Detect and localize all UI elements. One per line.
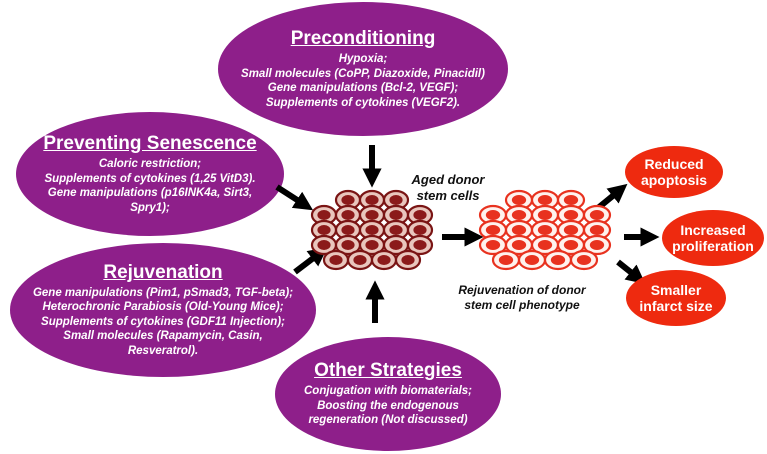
cell-nucleus [365, 195, 379, 205]
cell-nucleus [389, 225, 403, 235]
preventing-senescence-line: Supplements of cytokines (1,25 VitD3). [44, 172, 256, 185]
cell-nucleus [537, 240, 553, 250]
preconditioning-line: Supplements of cytokines (VEGF2). [265, 96, 461, 109]
aged-cells-label: Aged donor stem cells [388, 172, 508, 204]
cell-nucleus [563, 210, 579, 220]
rejuvenation-title: Rejuvenation [103, 261, 223, 283]
preconditioning-line: Hypoxia; [338, 53, 388, 65]
cell-nucleus [389, 195, 403, 205]
preconditioning-title: Preconditioning [290, 28, 436, 49]
rejuvenation-line: Small molecules (Rapamycin, Casin, [63, 330, 263, 343]
other-strategies-line: Boosting the endogenous [317, 399, 459, 412]
cell-nucleus [341, 195, 355, 205]
arrow-from-rejuvenation [293, 247, 328, 275]
reduced-apoptosis-oval: Reduced apoptosis [625, 146, 723, 198]
cell-nucleus [563, 225, 579, 235]
preventing-senescence-title: Preventing Senescence [43, 133, 257, 154]
other-strategies-ellipse: Other Strategies Conjugation with biomat… [275, 337, 501, 451]
cell-nucleus [511, 225, 527, 235]
cell-nucleus [511, 210, 527, 220]
rejuvenation-ellipse: Rejuvenation Gene manipulations (Pim1, p… [10, 243, 316, 377]
cell-nucleus [413, 225, 427, 235]
cell-nucleus [498, 255, 514, 265]
preventing-senescence-line: Gene manipulations (p16INK4a, Sirt3, [47, 187, 253, 199]
cell-nucleus [317, 210, 331, 220]
cell-nucleus [365, 210, 379, 220]
cell-nucleus [563, 195, 579, 205]
cell-nucleus [341, 225, 355, 235]
cell-nucleus [537, 195, 553, 205]
cell-nucleus [341, 240, 355, 250]
preventing-senescence-ellipse: Preventing Senescence Caloric restrictio… [16, 112, 284, 236]
cell-nucleus [353, 255, 367, 265]
outcome-line: apoptosis [640, 172, 708, 188]
cell-nucleus [317, 240, 331, 250]
aged-label-line: stem cells [416, 188, 480, 203]
cell-nucleus [537, 225, 553, 235]
cell-nucleus [524, 255, 540, 265]
outcome-line: infarct size [639, 298, 713, 314]
outcome-line: Increased [680, 222, 746, 238]
cell-nucleus [389, 240, 403, 250]
cell-nucleus [365, 225, 379, 235]
cell-nucleus [511, 195, 527, 205]
cell-nucleus [589, 240, 605, 250]
cell-nucleus [589, 210, 605, 220]
preconditioning-line: Small molecules (CoPP, Diazoxide, Pinaci… [241, 67, 485, 80]
preconditioning-ellipse: Preconditioning Hypoxia; Small molecules… [218, 2, 508, 136]
cell-nucleus [563, 240, 579, 250]
arrow-to-reduced-apoptosis [596, 183, 628, 211]
cell-nucleus [329, 255, 343, 265]
other-strategies-line: Conjugation with biomaterials; [303, 385, 473, 398]
cell-nucleus [537, 210, 553, 220]
cell-nucleus [550, 255, 566, 265]
cell-nucleus [413, 210, 427, 220]
preventing-senescence-line: Caloric restriction; [98, 158, 202, 170]
arrow-from-preventing-senescence [275, 184, 314, 211]
cell-nucleus [485, 210, 501, 220]
rejuvenated-label-line: Rejuvenation of donor [458, 283, 586, 297]
outcome-line: Reduced [644, 156, 704, 172]
cell-nucleus [377, 255, 391, 265]
rejuvenation-line: Heterochronic Parabiosis (Old-Young Mice… [42, 301, 284, 314]
rejuvenation-line: Gene manipulations (Pim1, pSmad3, TGF-be… [32, 286, 294, 299]
outcome-line: proliferation [672, 238, 754, 254]
preventing-senescence-line: Spry1); [130, 201, 170, 214]
other-strategies-line: regeneration (Not discussed) [308, 414, 468, 427]
cell-nucleus [485, 240, 501, 250]
outcome-line: Smaller [650, 282, 702, 298]
rejuvenation-line: Resveratrol). [127, 344, 199, 357]
rejuvenated-label-line: stem cell phenotype [464, 298, 580, 312]
cell-nucleus [341, 210, 355, 220]
aged-label-line: Aged donor [411, 172, 485, 187]
arrow-to-smaller-infarct [616, 259, 646, 284]
cell-nucleus [413, 240, 427, 250]
cell-nucleus [511, 240, 527, 250]
cell-nucleus [589, 225, 605, 235]
preconditioning-line: Gene manipulations (Bcl-2, VEGF); [267, 82, 459, 94]
cell-nucleus [485, 225, 501, 235]
cell-nucleus [317, 225, 331, 235]
cell-nucleus [389, 210, 403, 220]
aged-cell-cluster [310, 189, 434, 271]
smaller-infarct-size-oval: Smaller infarct size [626, 270, 726, 326]
rejuvenation-line: Supplements of cytokines (GDF11 Injectio… [41, 315, 285, 328]
other-strategies-title: Other Strategies [314, 360, 462, 382]
rejuvenated-cells-label: Rejuvenation of donor stem cell phenotyp… [432, 283, 612, 313]
increased-proliferation-oval: Increased proliferation [662, 210, 764, 266]
rejuvenated-cell-cluster [478, 189, 612, 271]
cell-nucleus [401, 255, 415, 265]
cell-nucleus [365, 240, 379, 250]
cell-nucleus [576, 255, 592, 265]
